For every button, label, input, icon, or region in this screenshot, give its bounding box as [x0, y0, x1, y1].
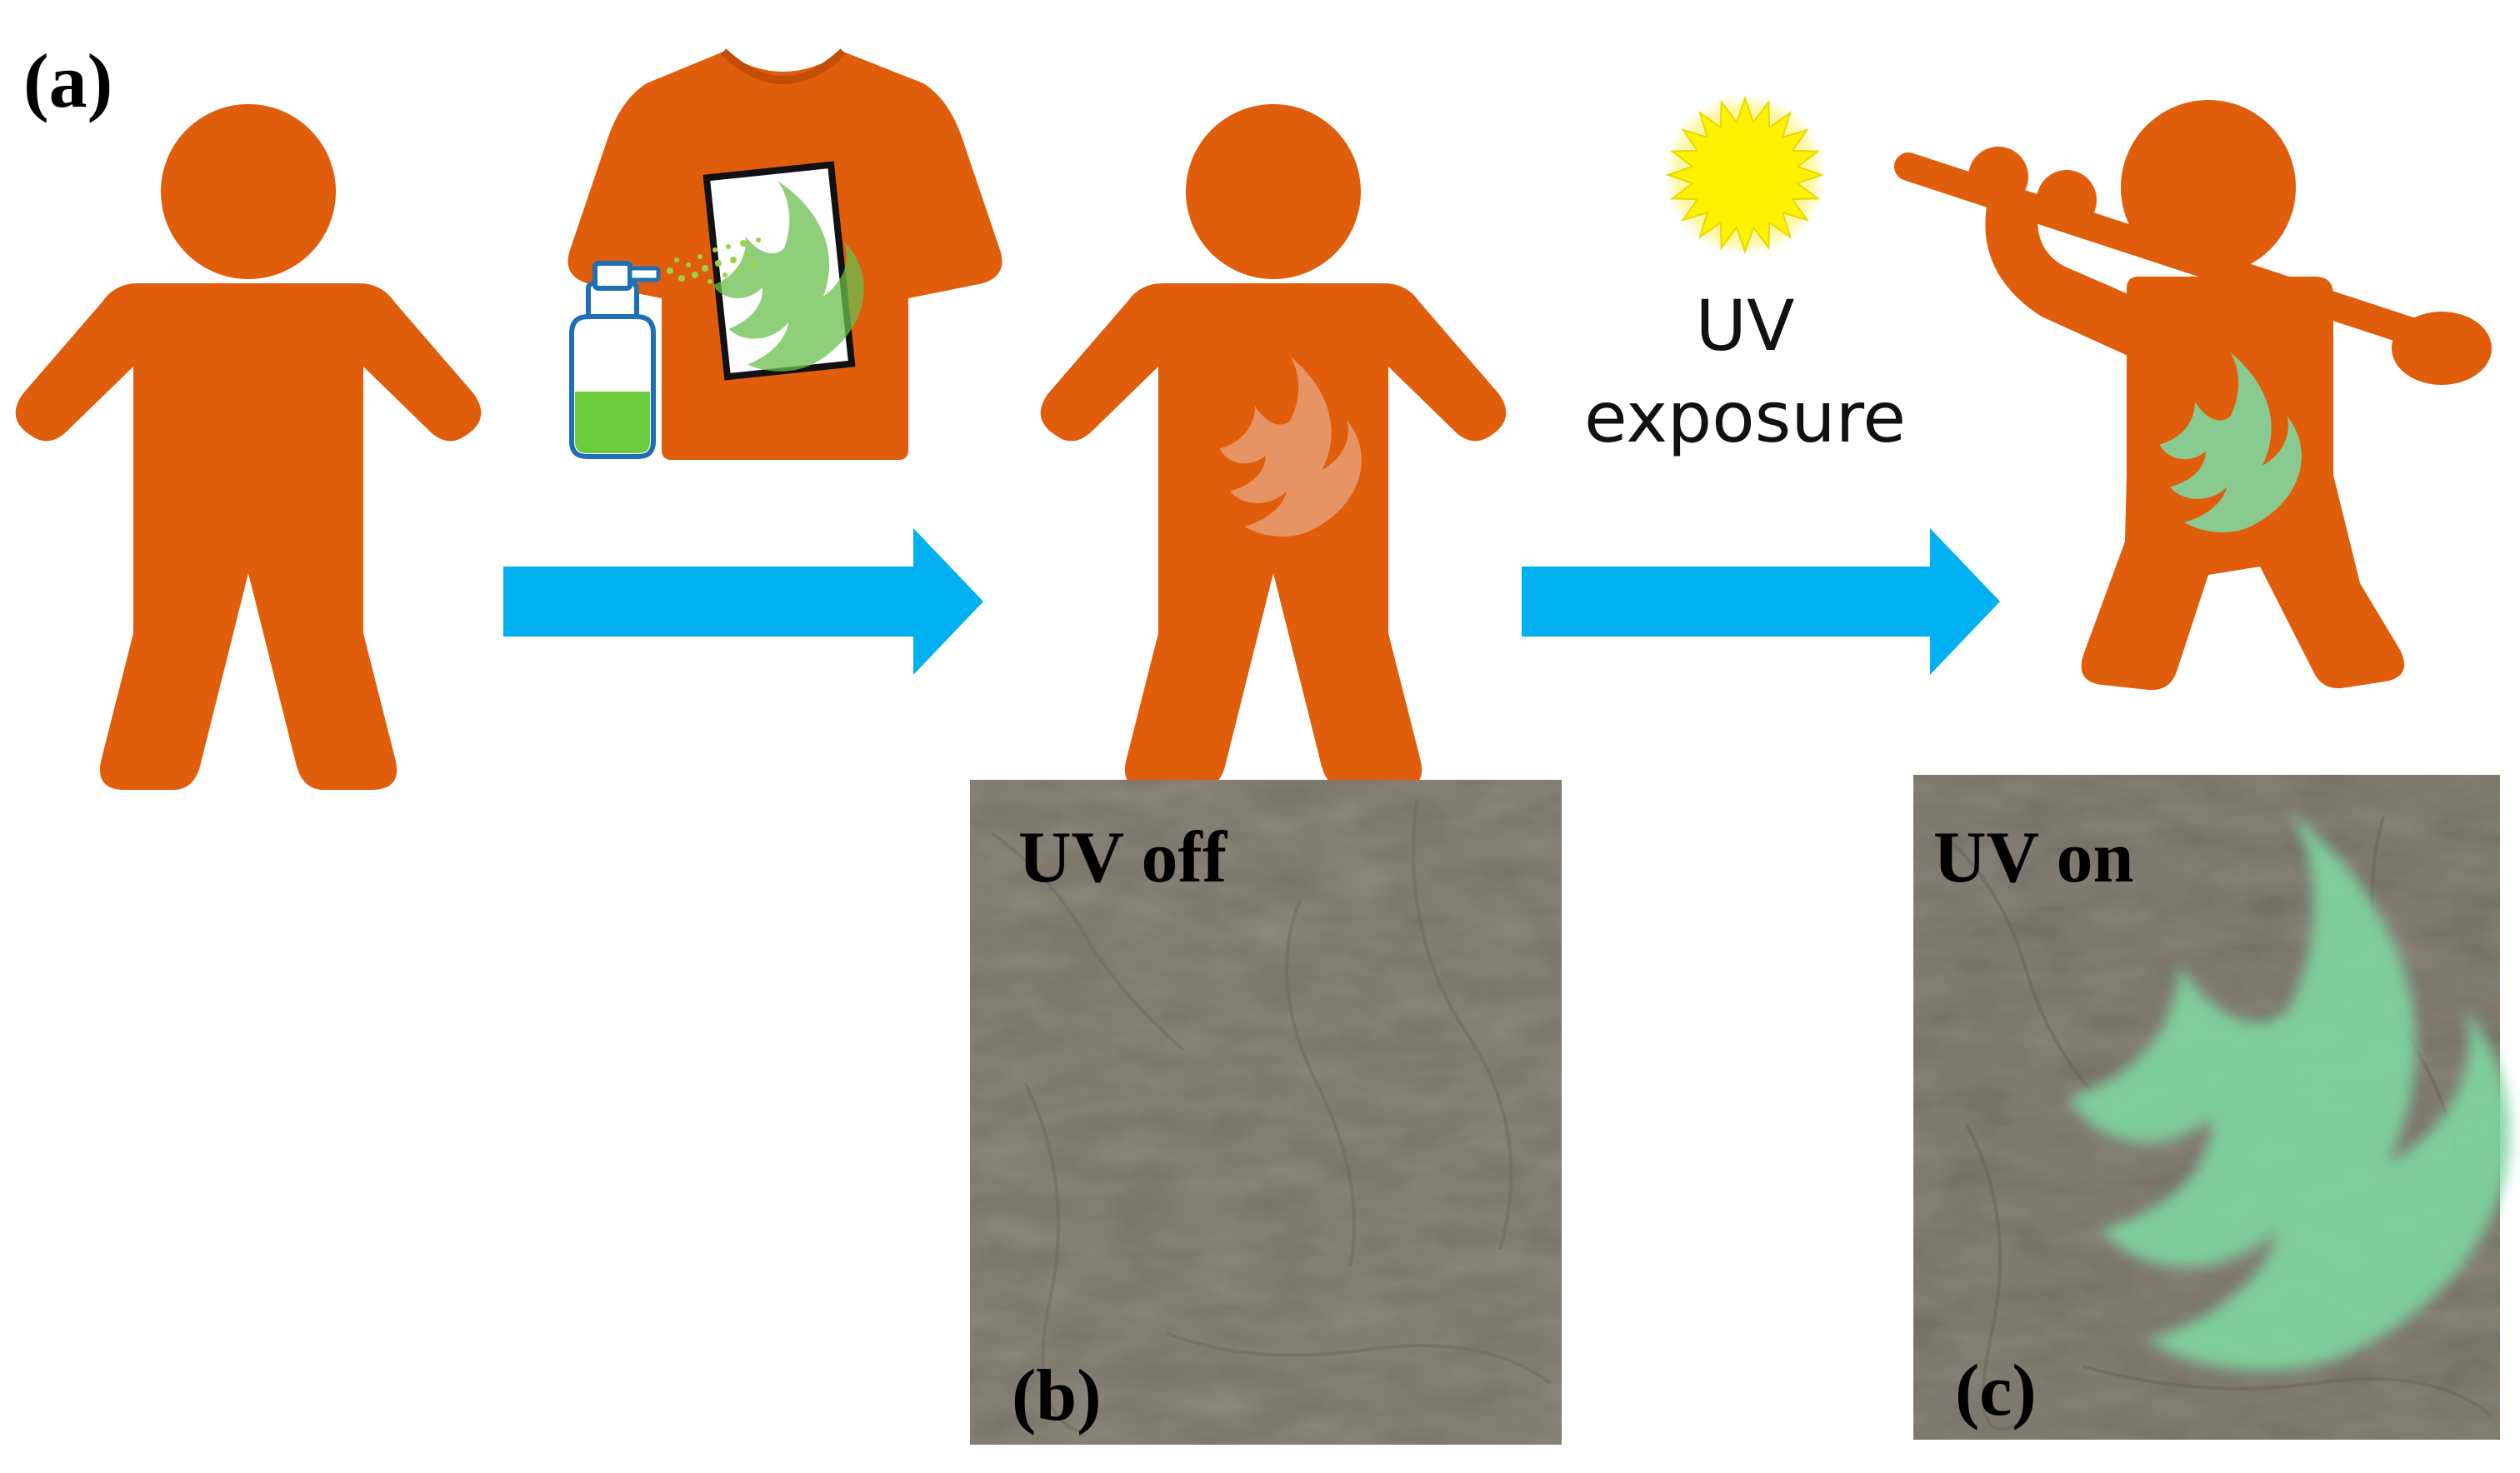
stencil-sheet — [702, 161, 872, 381]
uv-exposure-label-line2: exposure — [1584, 377, 1906, 458]
right-arrow-icon — [1522, 528, 2000, 675]
panel-label-a: (a) — [23, 38, 112, 123]
uv-exposure-label-line1: UV — [1696, 285, 1795, 367]
right-arrow-icon — [503, 528, 983, 675]
person-icon — [15, 104, 482, 790]
panel-label-c: (c) — [1955, 1351, 2037, 1431]
photo-uv-on: UV on (c) — [1913, 775, 2511, 1440]
tshirt-icon — [568, 48, 1002, 460]
spray-mist — [667, 237, 761, 284]
uv-off-label: UV off — [1018, 817, 1228, 898]
fabric-wrinkles — [990, 799, 1552, 1435]
panel-label-b: (b) — [1012, 1356, 1102, 1436]
photo-uv-off: UV off (b) — [970, 780, 1562, 1445]
spray-bottle-icon — [569, 237, 761, 459]
uv-on-label: UV on — [1933, 817, 2133, 898]
sun-icon — [1665, 95, 1825, 255]
